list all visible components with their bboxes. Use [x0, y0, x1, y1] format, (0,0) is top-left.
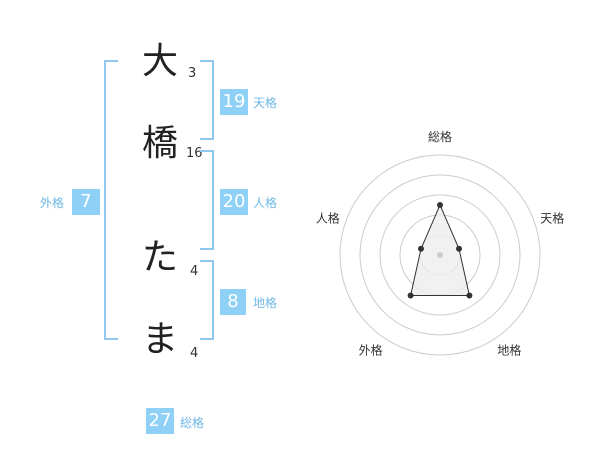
chikaku-label: 地格	[253, 296, 278, 310]
chikaku-bracket	[200, 260, 214, 340]
radar-axis-label-3: 外格	[359, 343, 383, 358]
radar-axis-label-4: 人格	[316, 211, 340, 226]
radar-ring-4	[359, 174, 521, 336]
jinkaku-value-badge: 20	[220, 189, 248, 215]
stroke-count-1: 3	[188, 66, 197, 81]
stroke-count-2: 16	[186, 146, 203, 161]
radar-axis-label-2: 地格	[497, 343, 521, 358]
name-character-3: た	[141, 237, 178, 278]
tenkaku-label: 天格	[253, 96, 278, 110]
radar-point-2	[466, 292, 473, 299]
tenkaku-bracket	[200, 60, 214, 140]
gaikaku-value-badge: 7	[72, 189, 100, 215]
gaikaku-label: 外格	[40, 196, 65, 210]
tenkaku-value-badge: 19	[220, 89, 248, 115]
stroke-count-3: 4	[190, 264, 199, 279]
radar-data-polygon	[409, 203, 471, 296]
radar-point-3	[407, 292, 414, 299]
radar-center-dot	[437, 252, 443, 258]
radar-ring-3	[379, 194, 501, 316]
jinkaku-label: 人格	[253, 196, 278, 210]
radar-axis-label-1: 天格	[540, 211, 564, 226]
jinkaku-bracket	[200, 150, 214, 250]
radar-point-4	[418, 245, 424, 252]
soukaku-value-badge: 27	[146, 408, 174, 434]
chikaku-value-badge: 8	[220, 289, 246, 315]
radar-ring-5	[339, 154, 541, 356]
stroke-count-4: 4	[190, 346, 199, 361]
name-character-2: 橋	[141, 123, 178, 164]
radar-point-1	[456, 245, 462, 252]
soukaku-label: 総格	[180, 416, 205, 430]
radar-axis-label-0: 総格	[428, 129, 452, 144]
name-character-1: 大	[141, 41, 178, 82]
radar-point-0	[437, 202, 443, 208]
name-character-4: ま	[141, 319, 178, 360]
gaikaku-bracket	[104, 60, 118, 340]
